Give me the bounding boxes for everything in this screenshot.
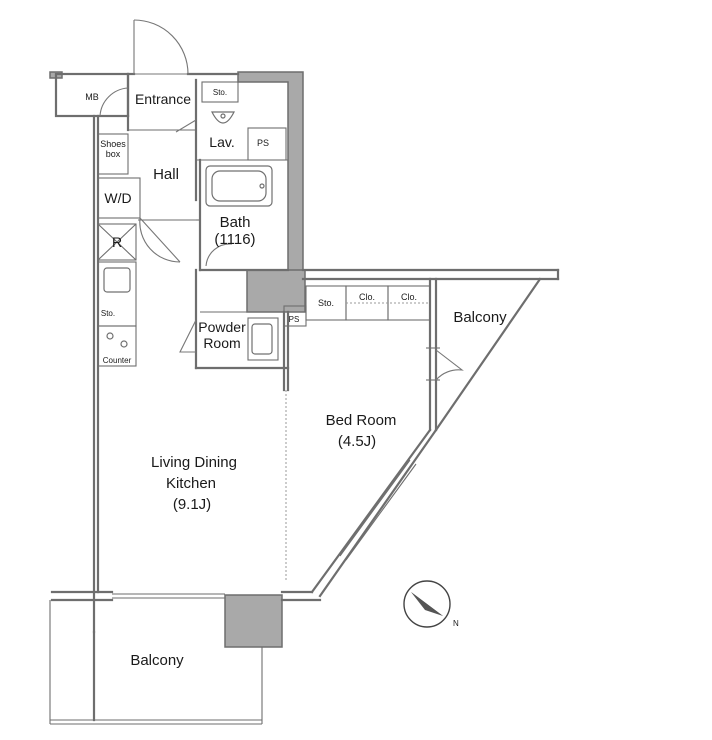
label-shoes: Shoes [100, 139, 126, 149]
fixtures [97, 111, 273, 355]
label-hall: Hall [153, 166, 179, 183]
label-ps-top: PS [257, 138, 269, 148]
label-kitchen: Kitchen [166, 475, 216, 492]
label-balcony-bottom: Balcony [130, 652, 184, 669]
doors [99, 19, 464, 381]
label-bath: Bath [220, 214, 251, 231]
label-balcony-right: Balcony [453, 309, 507, 326]
label-bedroom: Bed Room [326, 412, 397, 429]
room-labels: MB Entrance Sto. Lav. PS Shoes box Hall … [85, 88, 507, 669]
label-clo-2: Clo. [401, 292, 417, 302]
label-mb: MB [85, 92, 99, 102]
label-sto-top: Sto. [213, 88, 227, 97]
label-sto-kitchen: Sto. [101, 309, 115, 318]
label-bath-size: (1116) [214, 231, 255, 248]
label-lav: Lav. [209, 134, 234, 150]
label-wd: W/D [104, 190, 131, 206]
label-room: Room [203, 335, 240, 351]
compass-letter: N [453, 619, 459, 628]
label-box: box [106, 149, 121, 159]
label-ps-mid: PS [289, 315, 300, 324]
label-r: R [112, 234, 122, 250]
label-counter: Counter [103, 356, 132, 365]
north-arrow-icon: N [403, 580, 459, 628]
label-powder: Powder [198, 319, 246, 335]
label-ldk: Living Dining [151, 454, 237, 471]
label-sto-bed: Sto. [318, 298, 334, 308]
label-bedroom-size: (4.5J) [338, 433, 376, 450]
wall-blocks [49, 71, 306, 648]
label-entrance: Entrance [135, 91, 191, 107]
label-clo-1: Clo. [359, 292, 375, 302]
walls [49, 72, 560, 725]
label-ldk-size: (9.1J) [173, 496, 211, 513]
